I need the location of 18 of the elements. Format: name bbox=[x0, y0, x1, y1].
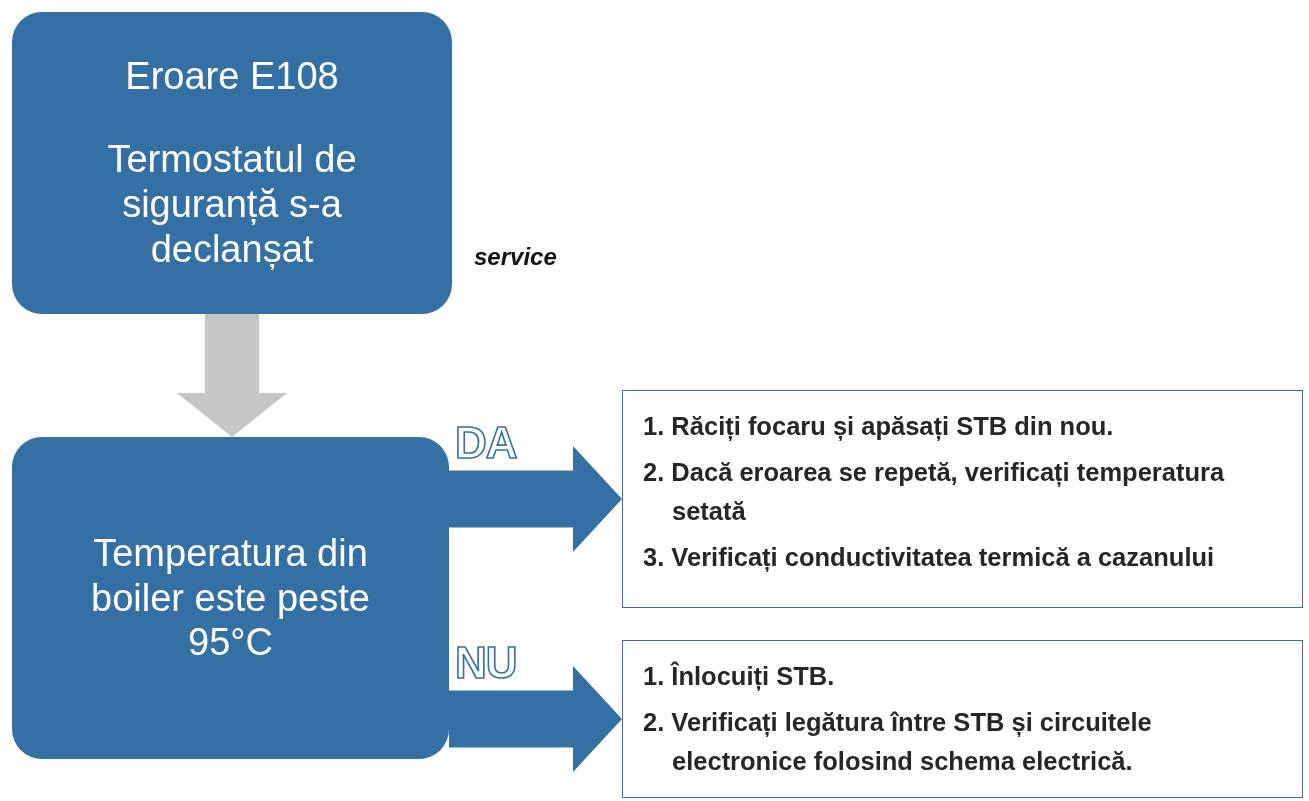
process-box bbox=[12, 12, 452, 314]
note-text: service bbox=[474, 243, 557, 271]
block-arrow bbox=[449, 446, 622, 552]
list-item: 2. Verificați legătura între STB și circuitele electronice folosind schema electrică. bbox=[643, 707, 1153, 777]
edge-label: DA bbox=[455, 421, 517, 465]
box-text: Temperatura din boiler este peste 95°C bbox=[90, 530, 371, 666]
list-item: 3. Verificați conductivitatea termică a cazanului bbox=[643, 541, 1216, 574]
box-text: Termostatul de siguranță s-a declanșat bbox=[106, 137, 358, 272]
edge-label: NU bbox=[455, 641, 517, 685]
block-arrow bbox=[449, 666, 622, 772]
list-item: 1. Răciți focaru și apăsați STB din nou. bbox=[643, 411, 1115, 443]
block-arrow bbox=[177, 314, 287, 437]
box-text: Eroare E108 bbox=[125, 54, 339, 100]
instruction-box bbox=[622, 640, 1303, 798]
process-box bbox=[12, 437, 449, 759]
list-item: 2. Dacă eroarea se repetă, verificați temperatura setată bbox=[643, 457, 1226, 527]
instruction-box bbox=[622, 390, 1303, 608]
list-item: 1. Înlocuiți STB. bbox=[643, 660, 836, 693]
